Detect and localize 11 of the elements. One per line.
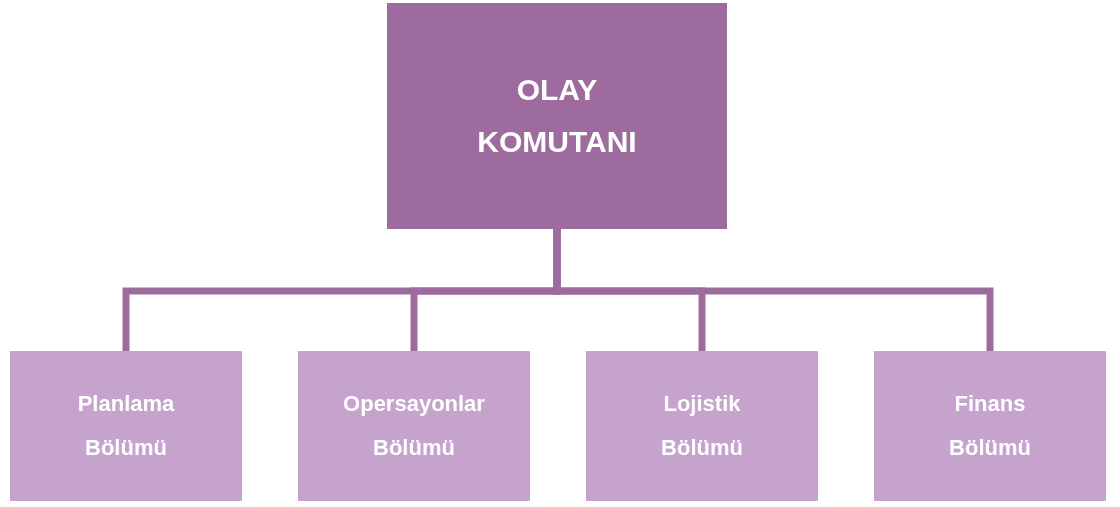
box-label: Opersayonlar Bölümü — [343, 390, 485, 462]
section-box — [874, 351, 1106, 501]
section-box — [298, 351, 530, 501]
box-label: Planlama Bölümü — [77, 390, 175, 462]
box-label: Lojistik Bölümü — [661, 390, 743, 462]
section-box — [10, 351, 242, 501]
connector-line — [553, 229, 994, 351]
box-label: Finans Bölümü — [949, 390, 1031, 462]
commander-box — [387, 3, 727, 229]
section-box — [586, 351, 818, 501]
box-label: OLAY KOMUTANI — [477, 71, 637, 160]
